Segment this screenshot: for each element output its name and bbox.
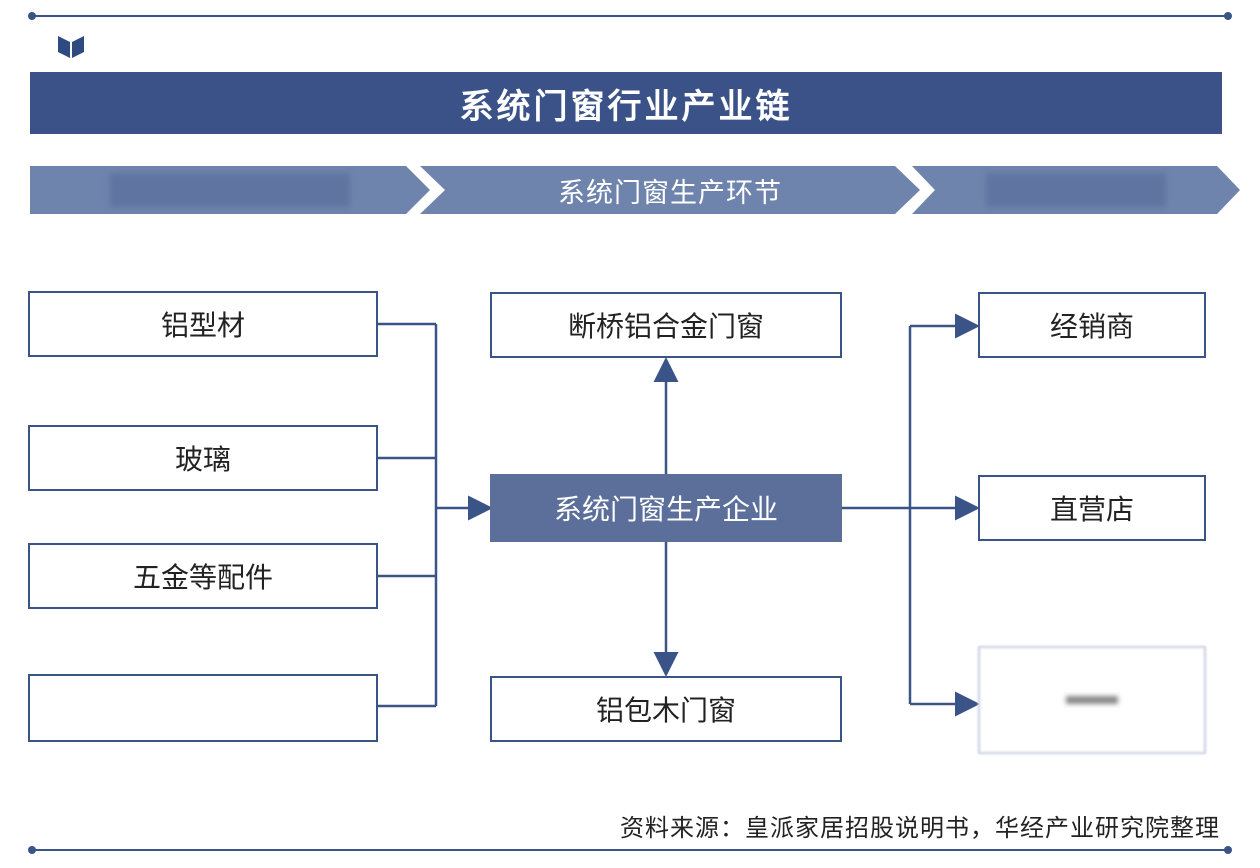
upstream-label: 五金等配件 xyxy=(132,561,273,594)
upstream-other xyxy=(28,674,378,742)
upstream-glass: 玻璃 xyxy=(28,425,378,491)
downstream-label: 直营店 xyxy=(1049,493,1134,526)
upstream-label: 玻璃 xyxy=(174,443,231,476)
top-frame-line xyxy=(32,15,1228,17)
top-right-dot xyxy=(1224,12,1232,20)
product-label: 铝包木门窗 xyxy=(595,694,736,727)
stage-downstream xyxy=(912,166,1240,214)
bottom-left-dot xyxy=(28,846,36,854)
production-enterprise: 系统门窗生产企业 xyxy=(490,474,842,542)
stage-downstream-label xyxy=(985,173,1167,207)
upstream-label: 铝型材 xyxy=(160,309,245,342)
page-title: 系统门窗行业产业链 xyxy=(30,72,1222,134)
redacted-text xyxy=(1066,696,1118,704)
bottom-right-dot xyxy=(1224,846,1232,854)
stage-production-label: 系统门窗生产环节 xyxy=(558,177,782,209)
product-label: 断桥铝合金门窗 xyxy=(567,310,764,343)
source-note: 资料来源：皇派家居招股说明书，华经产业研究院整理 xyxy=(620,814,1220,842)
downstream-dealer: 经销商 xyxy=(978,292,1206,358)
center-label: 系统门窗生产企业 xyxy=(553,493,778,526)
stage-upstream-label xyxy=(110,173,350,207)
stage-upstream xyxy=(30,166,430,214)
upstream-aluminum-profile: 铝型材 xyxy=(28,291,378,357)
product-aluminum-clad-wood: 铝包木门窗 xyxy=(490,676,842,742)
downstream-direct-store: 直营店 xyxy=(978,475,1206,541)
product-broken-bridge-aluminum: 断桥铝合金门窗 xyxy=(490,292,842,358)
downstream-label: 经销商 xyxy=(1049,310,1134,343)
stage-production: 系统门窗生产环节 xyxy=(420,166,920,214)
brand-logo-icon xyxy=(58,36,84,58)
bottom-frame-line xyxy=(32,849,1228,851)
upstream-hardware: 五金等配件 xyxy=(28,543,378,609)
downstream-other xyxy=(978,646,1206,754)
top-left-dot xyxy=(28,12,36,20)
